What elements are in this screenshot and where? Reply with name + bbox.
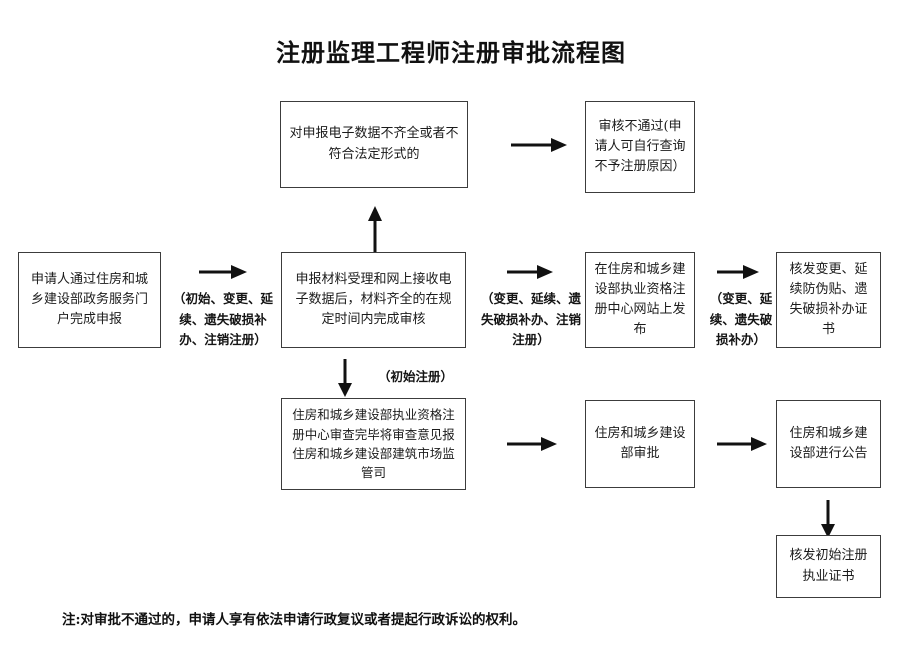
arrow-center-to-ministry: [505, 435, 559, 453]
arrow-submit-to-review: [197, 263, 249, 281]
node-accept-and-review-label: 申报材料受理和网上接收电子数据后，材料齐全的在规定时间内完成审核: [295, 271, 452, 328]
edge-label-publish-to-issue: （变更、延续、遗失破损补办）: [709, 291, 773, 348]
node-accept-and-review: 申报材料受理和网上接收电子数据后，材料齐全的在规定时间内完成审核: [281, 252, 466, 348]
node-center-review-report: 住房和城乡建设部执业资格注册中心审查完毕将审查意见报住房和城乡建设部建筑市场监管…: [281, 398, 466, 490]
node-publish-on-site-label: 在住房和城乡建设部执业资格注册中心网站上发布: [594, 261, 686, 338]
arrow-review-to-center: [336, 359, 354, 397]
node-issue-initial-cert-label: 核发初始注册执业证书: [789, 548, 868, 584]
edge-label-submit-to-review: （初始、变更、延续、遗失破损补办、注销注册）: [172, 291, 273, 348]
node-review-failed: 审核不通过(申请人可自行查询不予注册原因）: [585, 101, 695, 193]
node-ministry-approval: 住房和城乡建设部审批: [585, 400, 695, 488]
node-ministry-announcement: 住房和城乡建设部进行公告: [776, 400, 881, 488]
node-ministry-announcement-label: 住房和城乡建设部进行公告: [789, 425, 868, 461]
arrow-review-to-incomplete: [366, 205, 384, 255]
node-applicant-submit: 申请人通过住房和城乡建设部政务服务门户完成申报: [18, 252, 161, 348]
arrow-announcement-to-cert: [819, 500, 837, 538]
node-issue-change-cert-label: 核发变更、延续防伪贴、遗失破损补办证书: [789, 261, 868, 338]
node-center-review-report-label: 住房和城乡建设部执业资格注册中心审查完毕将审查意见报住房和城乡建设部建筑市场监管…: [292, 407, 455, 481]
node-applicant-submit-label: 申请人通过住房和城乡建设部政务服务门户完成申报: [30, 271, 148, 328]
edge-label-initial-registration: （初始注册）: [378, 369, 454, 384]
footer-note: 注:对审批不通过的，申请人享有依法申请行政复议或者提起行政诉讼的权利。: [62, 612, 526, 628]
edge-label-review-to-publish: （变更、延续、遗失破损补办、注销注册）: [480, 291, 581, 348]
arrow-review-to-publish: [505, 263, 555, 281]
node-issue-change-cert: 核发变更、延续防伪贴、遗失破损补办证书: [776, 252, 881, 348]
arrow-incomplete-to-failed: [509, 136, 569, 154]
node-publish-on-site: 在住房和城乡建设部执业资格注册中心网站上发布: [585, 252, 695, 348]
node-incomplete-data: 对申报电子数据不齐全或者不符合法定形式的: [280, 101, 468, 188]
node-incomplete-data-label: 对申报电子数据不齐全或者不符合法定形式的: [289, 126, 459, 162]
node-ministry-approval-label: 住房和城乡建设部审批: [594, 425, 686, 461]
arrow-ministry-to-announcement: [715, 435, 769, 453]
page-title: 注册监理工程师注册审批流程图: [276, 38, 626, 67]
node-review-failed-label: 审核不通过(申请人可自行查询不予注册原因）: [594, 118, 686, 175]
node-issue-initial-cert: 核发初始注册执业证书: [776, 535, 881, 598]
arrow-publish-to-issue: [715, 263, 761, 281]
